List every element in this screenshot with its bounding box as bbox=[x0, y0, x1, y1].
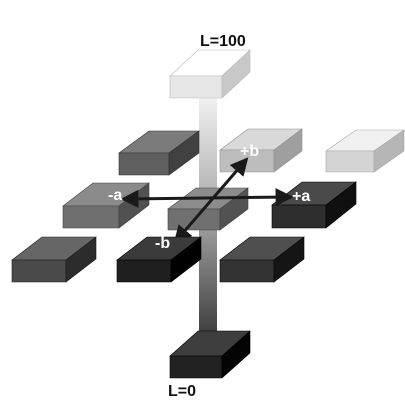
block-minus-a bbox=[62, 182, 150, 229]
block-minus-b bbox=[116, 236, 202, 283]
b-axis-arrow bbox=[173, 157, 249, 244]
block-far-left bbox=[11, 236, 97, 283]
label-l-0: L=0 bbox=[168, 383, 196, 400]
label-minus-b: -b bbox=[155, 235, 170, 252]
label-plus-b: +b bbox=[240, 143, 259, 160]
label-plus-a: +a bbox=[292, 188, 310, 205]
block-l-0 bbox=[169, 330, 251, 379]
block-far-right bbox=[325, 129, 405, 173]
block-plus-a bbox=[271, 181, 357, 229]
label-minus-a: -a bbox=[108, 187, 122, 204]
label-l-100: L=100 bbox=[200, 33, 246, 50]
block-mid-left-back bbox=[118, 130, 200, 176]
block-low-right bbox=[219, 236, 305, 283]
block-l-100 bbox=[169, 49, 251, 99]
block-center bbox=[167, 187, 249, 231]
a-axis-arrow bbox=[120, 188, 294, 208]
block-plus-b bbox=[219, 128, 303, 173]
